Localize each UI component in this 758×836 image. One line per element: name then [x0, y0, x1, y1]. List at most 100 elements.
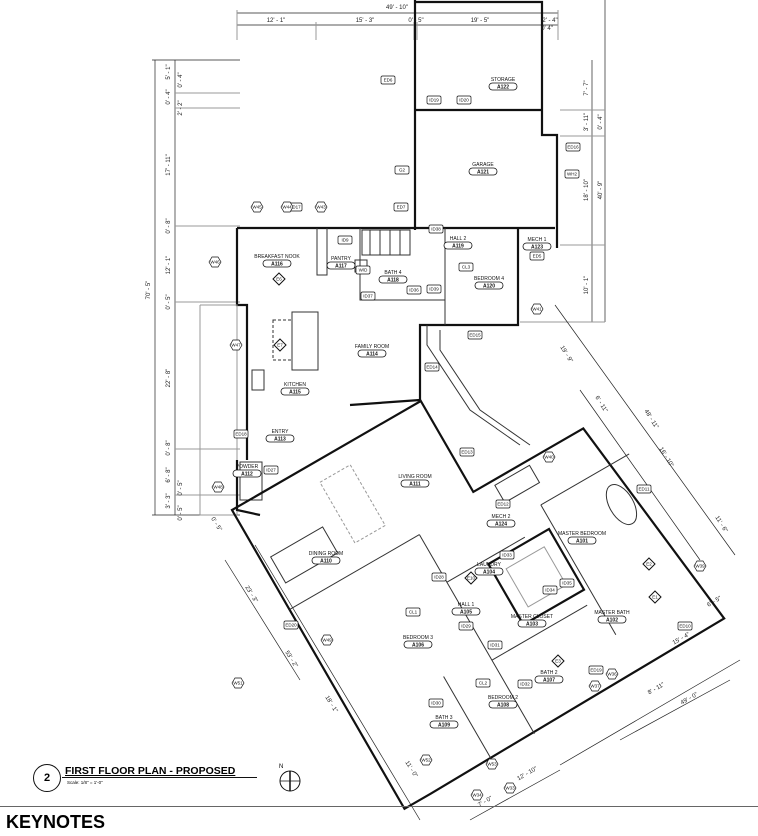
- door-tag-box: [517, 679, 533, 689]
- room-name: POWDER: [236, 464, 259, 470]
- room-name: BEDROOM 4: [474, 276, 504, 282]
- tag-label: W46: [210, 260, 220, 265]
- element-tag: CL2: [475, 678, 491, 688]
- room-code: A122: [497, 85, 509, 91]
- tag-label: W41: [532, 307, 542, 312]
- dimension-label: 22' - 8": [166, 369, 172, 388]
- room-code: A120: [483, 284, 495, 290]
- tag-label: W43: [316, 205, 326, 210]
- door-tag-box: [355, 265, 371, 275]
- window-tag-hexagon: [503, 782, 517, 794]
- room-code-pill: [474, 567, 504, 576]
- dimension-label: 6' - 8": [166, 467, 172, 482]
- room-code: A108: [497, 703, 509, 709]
- window-tag-hexagon: [314, 201, 328, 213]
- door-tag-box: [431, 572, 447, 582]
- door-tag-box: [393, 202, 409, 212]
- element-tag: W46: [208, 256, 222, 268]
- element-tag: ID29: [458, 621, 474, 631]
- door-tag-box: [337, 235, 353, 245]
- dimension-label: 2' - 4": [542, 18, 557, 24]
- tag-label: W36: [607, 672, 617, 677]
- tag-label: ED20: [285, 623, 297, 628]
- diagonal-dimensions: [224, 304, 741, 821]
- window-tag-hexagon: [530, 303, 544, 315]
- element-tag: ID33: [499, 550, 515, 560]
- dimension-label: 70' - 5": [146, 281, 152, 300]
- element-tag: ED7: [393, 202, 409, 212]
- room-code-pill: [486, 519, 516, 528]
- door-tag-box: [564, 169, 580, 179]
- tag-label: ID37: [363, 294, 373, 299]
- element-tag: ED13: [459, 447, 475, 457]
- element-tag: ED12: [495, 499, 511, 509]
- dimension-label: 18' - 1": [323, 695, 338, 714]
- room-code: A113: [274, 437, 286, 443]
- room-code-pill: [400, 479, 430, 488]
- door-tag-box: [233, 429, 249, 439]
- tag-label: W40: [544, 455, 554, 460]
- room-name: HALL 1: [458, 602, 475, 608]
- dimension-label: 48' - 11": [643, 409, 659, 430]
- dimension-label: 0' - 4": [166, 89, 172, 104]
- equipment-tag-diamond: [642, 557, 656, 571]
- tag-label: E6: [276, 277, 282, 282]
- room-code: A109: [438, 723, 450, 729]
- tag-label: ID27: [266, 468, 276, 473]
- tag-label: WH2: [567, 172, 577, 177]
- element-tag: E10: [464, 571, 478, 585]
- element-tag: WH2: [564, 169, 580, 179]
- north-arrow-icon: [279, 770, 301, 792]
- room-code-pill: [311, 556, 341, 565]
- room-code-pill: [488, 82, 518, 91]
- element-tag: E6: [272, 272, 286, 286]
- tag-label: ED15: [469, 333, 481, 338]
- tag-label: ID29: [461, 624, 471, 629]
- room-name: MECH 2: [492, 514, 511, 520]
- element-tag: ID34: [542, 585, 558, 595]
- dimension-label: 16' - 10": [657, 447, 674, 469]
- room-name: MASTER BEDROOM: [558, 531, 606, 537]
- dimension-label: 0' - 8": [166, 440, 172, 455]
- tag-label: ED11: [639, 487, 650, 492]
- window-tag-hexagon: [229, 339, 243, 351]
- tag-label: CL1: [409, 610, 418, 615]
- room-code: A116: [271, 262, 283, 268]
- room-code-pill: [534, 675, 564, 684]
- element-tag: ED15: [467, 330, 483, 340]
- tag-label: ED12: [497, 502, 509, 507]
- door-tag-box: [456, 95, 472, 105]
- dimension-label: 7' - 7": [584, 80, 590, 95]
- room-name: LIVING ROOM: [398, 474, 431, 480]
- element-tag: ID36: [406, 285, 422, 295]
- dimension-label: 17' - 11": [166, 154, 172, 176]
- tag-label: ED6: [384, 78, 393, 83]
- room-code-pill: [326, 261, 356, 270]
- room-code: A107: [543, 678, 555, 684]
- room-code-pill: [378, 275, 408, 284]
- room-code: A103: [526, 622, 538, 628]
- element-tag: W53: [485, 758, 499, 770]
- door-tag-box: [467, 330, 483, 340]
- tag-label: ID38: [431, 227, 441, 232]
- room-code: A114: [366, 352, 378, 358]
- door-tag-box: [495, 499, 511, 509]
- element-tag: ID19: [426, 95, 442, 105]
- window-tag-hexagon: [250, 201, 264, 213]
- dimension-label: 0' 4": [541, 26, 553, 32]
- room-name: BATH 3: [435, 715, 452, 721]
- element-tag: W47: [229, 339, 243, 351]
- door-tag-box: [360, 291, 376, 301]
- element-tag: ED11: [636, 484, 652, 494]
- element-tag: W36: [605, 668, 619, 680]
- drawing-scale: Scale: 1/8" = 1'-0": [67, 780, 103, 785]
- room-code: A119: [452, 244, 464, 250]
- tag-label: ED18: [235, 432, 247, 437]
